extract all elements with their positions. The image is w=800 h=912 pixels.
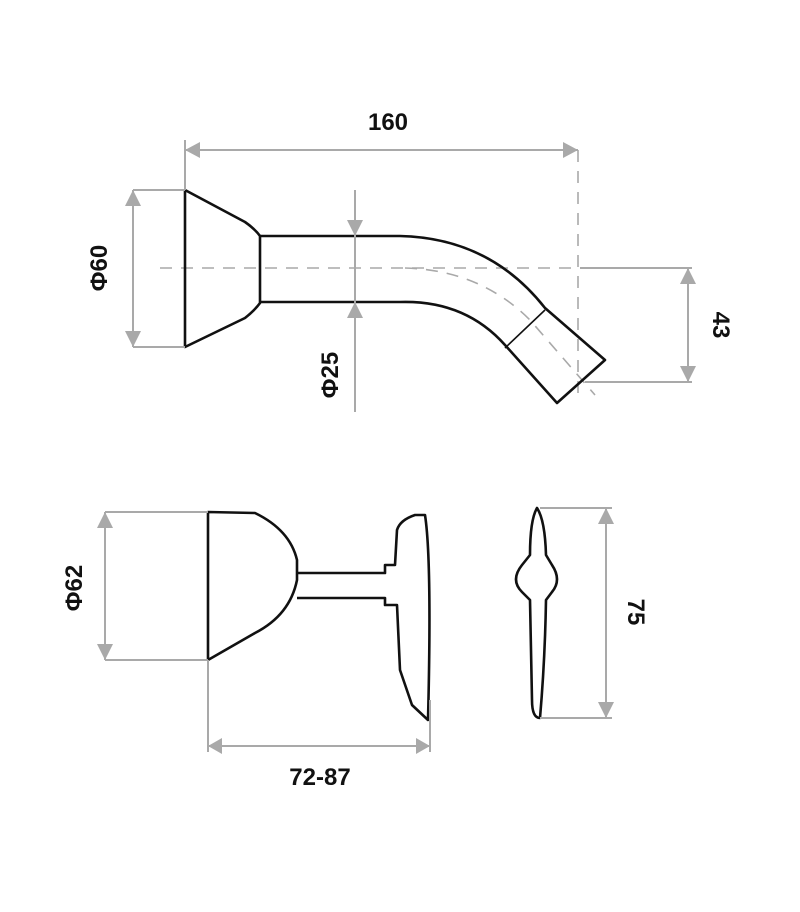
handle-front-outline — [514, 506, 559, 720]
tap-side-view: Φ62 72-87 — [61, 510, 431, 791]
label-length-160: 160 — [368, 109, 408, 136]
label-flange-phi62: Φ62 — [61, 565, 88, 611]
spout-curve-centerline — [404, 267, 596, 396]
label-pipe-phi25: Φ25 — [317, 352, 344, 398]
tap-handle-side — [297, 513, 431, 722]
label-flange-phi60: Φ60 — [86, 245, 113, 291]
label-height-75: 75 — [622, 599, 649, 626]
label-drop-43: 43 — [707, 312, 734, 339]
tap-flange — [206, 510, 299, 662]
spout-side-view: 160 Φ60 Φ25 43 — [86, 109, 734, 412]
label-projection-72-87: 72-87 — [289, 764, 350, 791]
handle-front-view: 75 — [514, 506, 649, 720]
spout-pipe — [260, 234, 607, 405]
spout-joint-line — [504, 309, 546, 349]
